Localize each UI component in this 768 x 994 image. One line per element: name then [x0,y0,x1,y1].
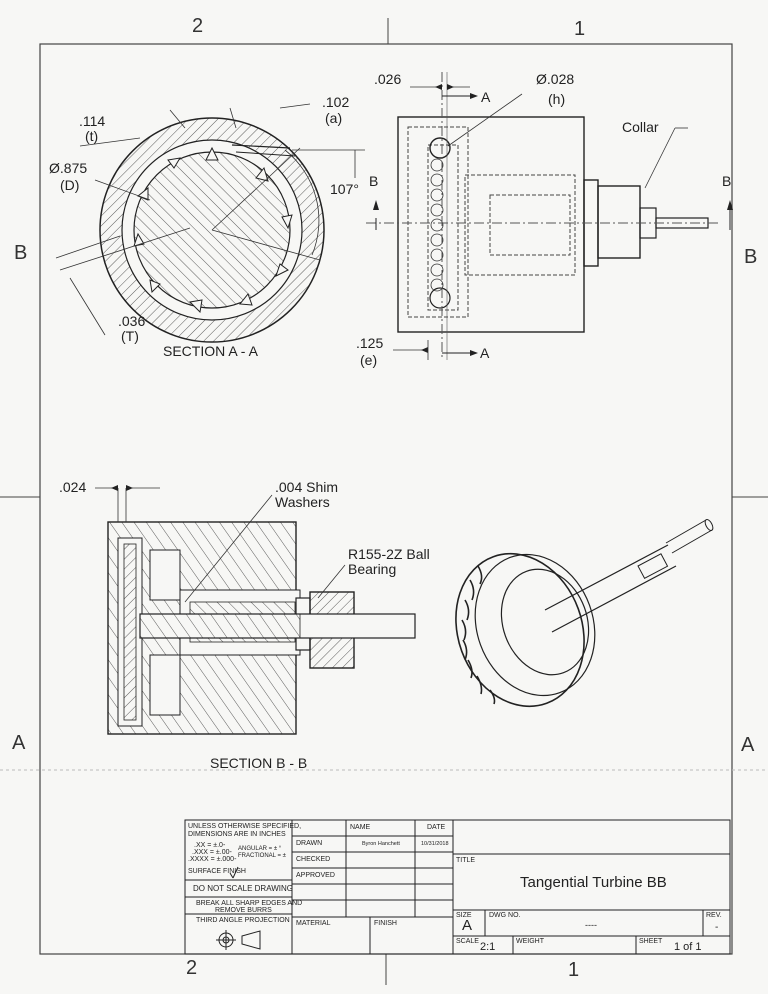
cut-a-bottom: A [480,345,490,361]
tb-material-label: MATERIAL [296,920,331,927]
tb-col-date: DATE [427,824,446,831]
bearing-label: R155-2Z Ball Bearing [348,546,430,577]
tb-size: A [462,917,473,934]
tb-dwg-label: DWG NO. [489,912,521,919]
tb-title-label: TITLE [456,857,476,864]
tb-rev: - [715,922,719,933]
dim-e-value: .125 [356,335,384,351]
dim-t-tag: (t) [85,128,99,144]
section-aa-view [55,103,365,343]
tb-no-scale: DO NOT SCALE DRAWING [193,884,294,893]
isometric-turbine [455,519,714,708]
tb-size-label: SIZE [456,912,472,919]
zone-bottom-2: 2 [186,957,198,979]
section-bb-title: SECTION B - B [210,755,308,771]
tb-scale-label: SCALE [456,938,479,945]
tb-edges1: BREAK ALL SHARP EDGES AND [196,900,303,907]
dim-h-tag: (h) [548,91,566,107]
angle-107: 107° [330,181,359,197]
dim-026: .026 [374,71,402,87]
tb-drawn-date: 10/31/2018 [421,841,449,847]
tb-tol3: .XXXX = ±.000- [188,856,237,863]
dim-024: .024 [59,479,87,495]
tb-angular: ANGULAR = ± ° [238,846,282,852]
section-aa-title: SECTION A - A [163,343,258,359]
dim-T-tag: (T) [121,328,139,344]
tb-row-drawn: DRAWN [296,840,323,847]
cut-b-left: B [369,173,379,189]
tb-col-name: NAME [350,824,371,831]
tb-sheet-label: SHEET [639,938,663,945]
zone-left-b: B [14,242,28,264]
tb-row-approved: APPROVED [296,872,335,879]
title-block [184,819,731,955]
shim-label: .004 Shim Washers [275,479,339,510]
dim-a-value: .102 [322,94,350,110]
zone-right-a: A [741,734,755,756]
zone-right-b: B [744,246,758,268]
dim-t-value: .114 [79,113,106,129]
dim-d-tag: (D) [60,177,80,193]
side-view [366,72,733,360]
zone-bottom-1: 1 [568,959,580,981]
tb-scale: 2:1 [480,941,496,953]
tb-edges2: REMOVE BURRS [215,907,272,914]
cut-a-top: A [481,89,491,105]
tb-finish-label: FINISH [374,920,397,927]
tb-rev-label: REV. [706,912,722,919]
tb-tol2: .XXX = ±.00- [192,849,232,856]
tb-row-checked: CHECKED [296,856,331,863]
dim-T-value: .036 [118,313,146,329]
tb-spec-line2: DIMENSIONS ARE IN INCHES [188,831,286,838]
tb-sheet: 1 of 1 [674,941,702,953]
dim-a-tag: (a) [325,110,343,126]
tb-surface-finish: SURFACE FINISH [188,868,246,875]
tb-tol1: .XX = ±.0- [194,842,226,849]
cut-b-right: B [722,173,732,189]
tb-weight-label: WEIGHT [516,938,544,945]
tb-title: Tangential Turbine BB [520,874,667,891]
zone-top-1: 1 [574,18,586,40]
dim-h-value: Ø.028 [536,71,575,87]
dim-d-value: Ø.875 [49,160,88,176]
tb-drawn-name: Byron Hanchett [362,841,400,847]
tb-projection: THIRD ANGLE PROJECTION [196,917,290,924]
tb-fractional: FRACTIONAL = ± [238,853,286,859]
collar-label: Collar [622,119,659,135]
tb-spec-line1: UNLESS OTHERWISE SPECIFIED, [188,823,302,830]
section-bb-view [95,485,416,735]
tb-dwg: ---- [585,920,597,930]
zone-top-2: 2 [192,15,204,37]
zone-left-a: A [12,732,26,754]
dim-e-tag: (e) [360,352,378,368]
